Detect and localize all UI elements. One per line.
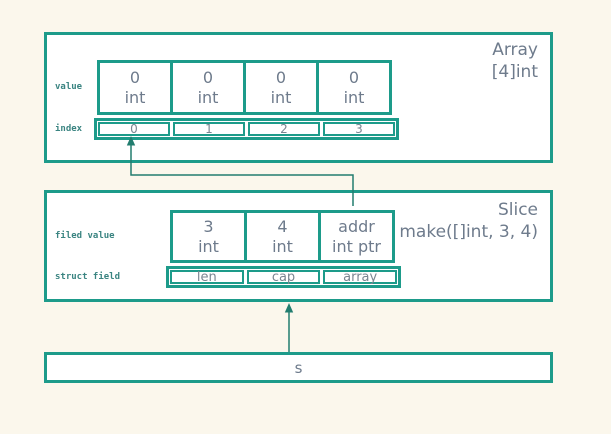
array-index-2: 2 xyxy=(248,122,320,136)
array-title-line2: [4]int xyxy=(491,62,538,82)
slice-cell-array-ptr-type: int ptr xyxy=(332,236,381,256)
slice-struct-field-label: struct field xyxy=(55,272,121,282)
array-cell-2: 0 int xyxy=(243,60,319,115)
array-cell-1-value: 0 xyxy=(202,67,214,87)
slice-title-line2: make([]int, 3, 4) xyxy=(399,222,538,242)
slice-box-title: Slice make([]int, 3, 4) xyxy=(399,199,538,243)
slice-cell-len-value: 3 xyxy=(203,216,214,236)
arrow-s-to-slice xyxy=(284,303,294,352)
array-value-row-label: value xyxy=(55,82,83,92)
slice-cell-array-ptr: addr int ptr xyxy=(318,210,395,263)
slice-field-value-label: filed value xyxy=(55,231,115,241)
slice-field-cap: cap xyxy=(246,270,321,285)
array-cell-0-value: 0 xyxy=(129,67,141,87)
slice-cell-len: 3 int xyxy=(170,210,247,263)
array-index-0: 0 xyxy=(98,122,170,136)
array-cell-3-type: int xyxy=(343,87,365,107)
array-cell-2-type: int xyxy=(270,87,292,107)
array-cell-1-type: int xyxy=(197,87,219,107)
s-variable-box: s xyxy=(44,352,553,383)
array-index-3: 3 xyxy=(323,122,395,136)
s-variable-label: s xyxy=(294,358,303,377)
array-cell-0-type: int xyxy=(124,87,146,107)
array-title-line1: Array xyxy=(492,40,538,60)
slice-cell-len-type: int xyxy=(198,236,219,256)
array-cell-1: 0 int xyxy=(170,60,246,115)
slice-value-cells: 3 int 4 int addr int ptr xyxy=(170,210,395,263)
slice-field-len: len xyxy=(170,270,244,285)
array-cell-3: 0 int xyxy=(316,60,392,115)
array-box-title: Array [4]int xyxy=(492,39,538,83)
slice-cell-cap-value: 4 xyxy=(277,216,288,236)
slice-struct-field-strip: len cap array xyxy=(166,266,401,288)
slice-field-array: array xyxy=(323,270,398,285)
array-index-row-label: index xyxy=(55,124,83,134)
array-cell-3-value: 0 xyxy=(348,67,360,87)
slice-cell-array-ptr-value: addr xyxy=(338,216,375,236)
slice-cell-cap: 4 int xyxy=(244,210,321,263)
array-cell-2-value: 0 xyxy=(275,67,287,87)
array-box: Array [4]int value index 0 int 0 int 0 i… xyxy=(44,32,553,163)
slice-title-line1: Slice xyxy=(497,200,538,220)
array-value-cells: 0 int 0 int 0 int 0 int xyxy=(97,60,392,115)
array-index-1: 1 xyxy=(173,122,245,136)
slice-cell-cap-type: int xyxy=(272,236,293,256)
slice-box: Slice make([]int, 3, 4) filed value stru… xyxy=(44,190,553,302)
array-cell-0: 0 int xyxy=(97,60,173,115)
array-index-strip: 0 1 2 3 xyxy=(94,118,399,140)
